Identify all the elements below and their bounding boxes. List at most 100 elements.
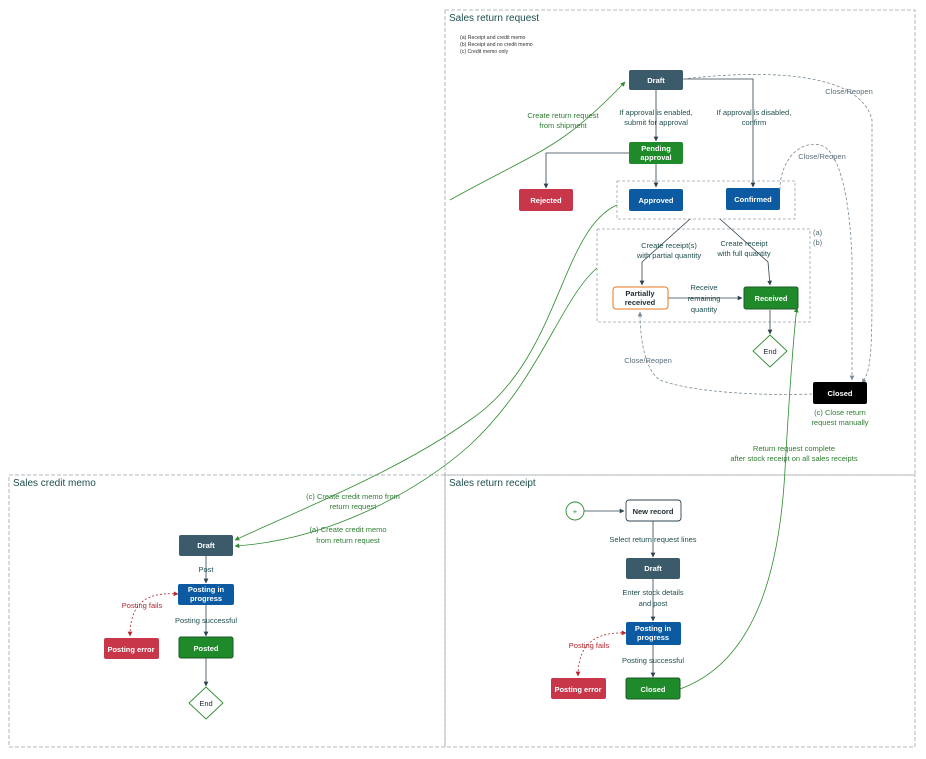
- label-memo-a-1: (a) Create credit memo: [309, 525, 386, 534]
- node-memo-posted-label: Posted: [193, 644, 218, 653]
- label-select-lines: Select return request lines: [609, 535, 696, 544]
- section-receipt-frame: [444, 474, 916, 748]
- node-rec-posting[interactable]: [626, 622, 681, 645]
- node-memo-draft[interactable]: [179, 535, 233, 556]
- node-closed-label: Closed: [827, 389, 852, 398]
- node-rec-closed-label: Closed: [640, 685, 665, 694]
- node-rec-posting-label-2: progress: [637, 633, 669, 642]
- edge-memo-c: [234, 204, 618, 541]
- node-approved[interactable]: [629, 189, 683, 211]
- label-close-reopen-mid: Close/Reopen: [798, 152, 846, 161]
- node-memo-end-label: End: [199, 699, 212, 708]
- label-post: Post: [198, 565, 214, 574]
- label-remaining-2: remaining: [688, 294, 721, 303]
- edge-close-reopen-mid: [779, 143, 855, 381]
- label-marker-b: (b): [813, 238, 823, 247]
- edge-memo-a: [234, 267, 598, 549]
- node-rec-draft-label: Draft: [644, 564, 662, 573]
- section-memo-frame: [8, 474, 446, 748]
- node-rec-posting-label-1: Posting in: [635, 624, 672, 633]
- node-req-end[interactable]: [752, 334, 788, 368]
- node-rec-closed[interactable]: [625, 677, 681, 700]
- label-approval-enabled-2: submit for approval: [624, 118, 688, 127]
- label-enter-stock-2: and post: [639, 599, 669, 608]
- node-req-draft-label: Draft: [647, 76, 665, 85]
- label-from-shipment-2: from shipment: [539, 121, 587, 130]
- label-close-manually-2: request manually: [811, 418, 868, 427]
- label-memo-c-1: (c) Create credit memo from: [306, 492, 400, 501]
- label-approval-disabled-1: If approval is disabled,: [717, 108, 792, 117]
- edge-memo-posting-fails: [127, 591, 179, 637]
- section-request-title: Sales return request: [449, 13, 539, 24]
- label-receipt-full-2: with full quantity: [716, 249, 771, 258]
- label-enter-stock-1: Enter stock details: [622, 588, 684, 597]
- node-pending-approval[interactable]: [629, 142, 683, 164]
- node-memo-draft-label: Draft: [197, 541, 215, 550]
- node-partial-label-2: received: [625, 298, 656, 307]
- node-pending-label-1: Pending: [641, 144, 671, 153]
- label-posting-successful-rec: Posting successful: [622, 656, 684, 665]
- group-approved-confirmed: [616, 180, 796, 220]
- label-posting-fails-memo: Posting fails: [122, 601, 163, 610]
- label-posting-fails-rec: Posting fails: [569, 641, 610, 650]
- label-complete-1: Return request complete: [753, 444, 835, 453]
- label-marker-a: (a): [813, 228, 823, 237]
- label-close-manually-1: (c) Close return: [814, 408, 866, 417]
- node-memo-posting[interactable]: [178, 584, 234, 605]
- node-memo-posted[interactable]: [178, 636, 234, 659]
- edge-close-reopen-top: [682, 74, 873, 384]
- label-approval-enabled-1: If approval is enabled,: [619, 108, 692, 117]
- node-rec-start-label: +: [573, 507, 578, 516]
- label-from-shipment-1: Create return request: [527, 111, 599, 120]
- node-req-end-label: End: [763, 347, 776, 356]
- node-pending-label-2: approval: [640, 153, 671, 162]
- node-received[interactable]: [743, 286, 799, 310]
- node-rec-new[interactable]: [625, 499, 682, 522]
- edge-from-shipment: [449, 81, 626, 201]
- label-approval-disabled-2: confirm: [742, 118, 767, 127]
- node-rec-new-label: New record: [633, 507, 674, 516]
- node-rejected[interactable]: [519, 189, 573, 211]
- label-receipt-full-1: Create receipt: [720, 239, 768, 248]
- legend-a: (a) Receipt and credit memo: [460, 35, 526, 41]
- edge-rec-posting-fails: [575, 630, 627, 677]
- label-close-reopen-bottom: Close/Reopen: [624, 356, 672, 365]
- edge-draft-confirmed: [683, 78, 756, 188]
- node-rejected-label: Rejected: [530, 196, 562, 205]
- label-remaining-3: quantity: [691, 305, 718, 314]
- node-partial-label-1: Partially: [625, 289, 655, 298]
- node-confirmed-label: Confirmed: [734, 195, 772, 204]
- edge-approved-partial: [639, 218, 691, 286]
- label-memo-a-2: from return request: [316, 536, 381, 545]
- edge-pending-rejected: [543, 152, 629, 189]
- legend-b: (b) Receipt and no credit memo: [460, 42, 533, 48]
- node-memo-error-label: Posting error: [107, 645, 154, 654]
- section-memo-title: Sales credit memo: [13, 478, 96, 489]
- label-receipt-partial-1: Create receipt(s): [641, 241, 697, 250]
- group-receipts: [596, 228, 811, 323]
- label-close-reopen-top: Close/Reopen: [825, 87, 873, 96]
- node-received-label: Received: [755, 294, 788, 303]
- node-memo-end[interactable]: [188, 686, 224, 720]
- node-rec-error[interactable]: [551, 678, 606, 699]
- node-closed[interactable]: [813, 382, 867, 404]
- label-complete-2: after stock receipt on all sales receipt…: [730, 454, 857, 463]
- node-rec-error-label: Posting error: [554, 685, 601, 694]
- node-rec-start[interactable]: [565, 501, 585, 521]
- label-receipt-partial-2: with partial quantity: [636, 251, 701, 260]
- node-memo-posting-label-2: progress: [190, 594, 222, 603]
- node-confirmed[interactable]: [726, 188, 780, 210]
- section-receipt-title: Sales return receipt: [449, 478, 536, 489]
- edge-approved-received: [719, 218, 773, 286]
- legend-c: (c) Credit memo only: [460, 49, 509, 55]
- node-partially-received[interactable]: [612, 286, 669, 310]
- node-memo-posting-label-1: Posting in: [188, 585, 225, 594]
- node-req-draft[interactable]: [629, 70, 683, 90]
- label-memo-c-2: return request: [330, 502, 378, 511]
- node-memo-error[interactable]: [104, 638, 159, 659]
- node-rec-draft[interactable]: [626, 558, 680, 579]
- label-posting-successful-memo: Posting successful: [175, 616, 237, 625]
- edge-close-reopen-bottom: [637, 311, 813, 395]
- label-remaining-1: Receive: [690, 283, 717, 292]
